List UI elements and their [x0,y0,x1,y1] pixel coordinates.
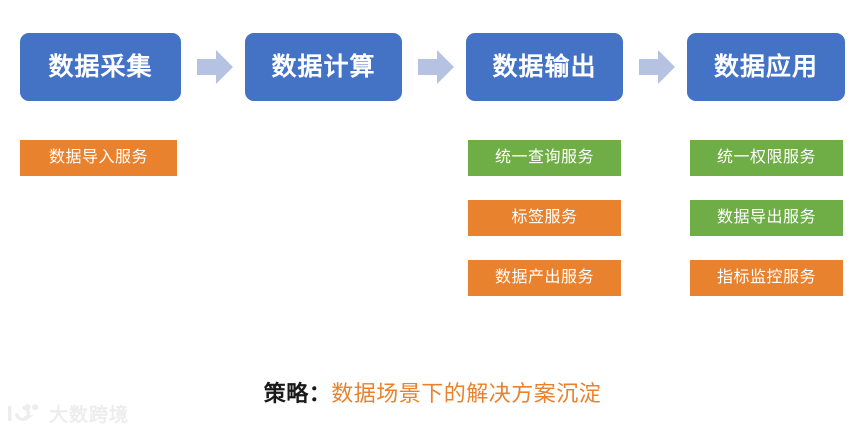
right-arrow-icon [418,50,454,84]
stage-box-compute[interactable]: 数据计算 [245,33,402,101]
stage-box-apply[interactable]: 数据应用 [687,33,845,101]
stage-label: 数据应用 [713,52,818,81]
diagram-caption: 策略：数据场景下的解决方案沉淀 [0,383,865,405]
stage-box-output[interactable]: 数据输出 [466,33,623,101]
caption-value: 数据场景下的解决方案沉淀 [331,381,602,406]
right-arrow-icon [197,50,233,84]
brand-logo-icon [7,402,43,429]
stage-label: 数据采集 [48,52,153,81]
service-label: 数据导入服务 [48,149,148,166]
caption-key: 策略： [263,381,332,406]
service-box-unified-permission[interactable]: 统一权限服务 [690,140,843,176]
service-box-data-import[interactable]: 数据导入服务 [20,140,177,176]
service-box-data-production[interactable]: 数据产出服务 [468,260,621,296]
service-box-data-export[interactable]: 数据导出服务 [690,200,843,236]
service-label: 统一权限服务 [716,149,816,166]
right-arrow-icon [639,50,675,84]
watermark-text: 大数跨境 [49,405,130,426]
service-label: 统一查询服务 [494,149,594,166]
service-box-metric-monitor[interactable]: 指标监控服务 [690,260,843,296]
service-box-tag[interactable]: 标签服务 [468,200,621,236]
stage-label: 数据计算 [271,52,376,81]
service-label: 数据导出服务 [716,209,816,226]
service-label: 标签服务 [511,209,578,226]
service-box-unified-query[interactable]: 统一查询服务 [468,140,621,176]
service-label: 数据产出服务 [494,269,594,286]
service-label: 指标监控服务 [716,269,816,286]
stage-box-collect[interactable]: 数据采集 [20,33,181,101]
stage-label: 数据输出 [492,52,597,81]
watermark: 大数跨境 [7,402,129,429]
